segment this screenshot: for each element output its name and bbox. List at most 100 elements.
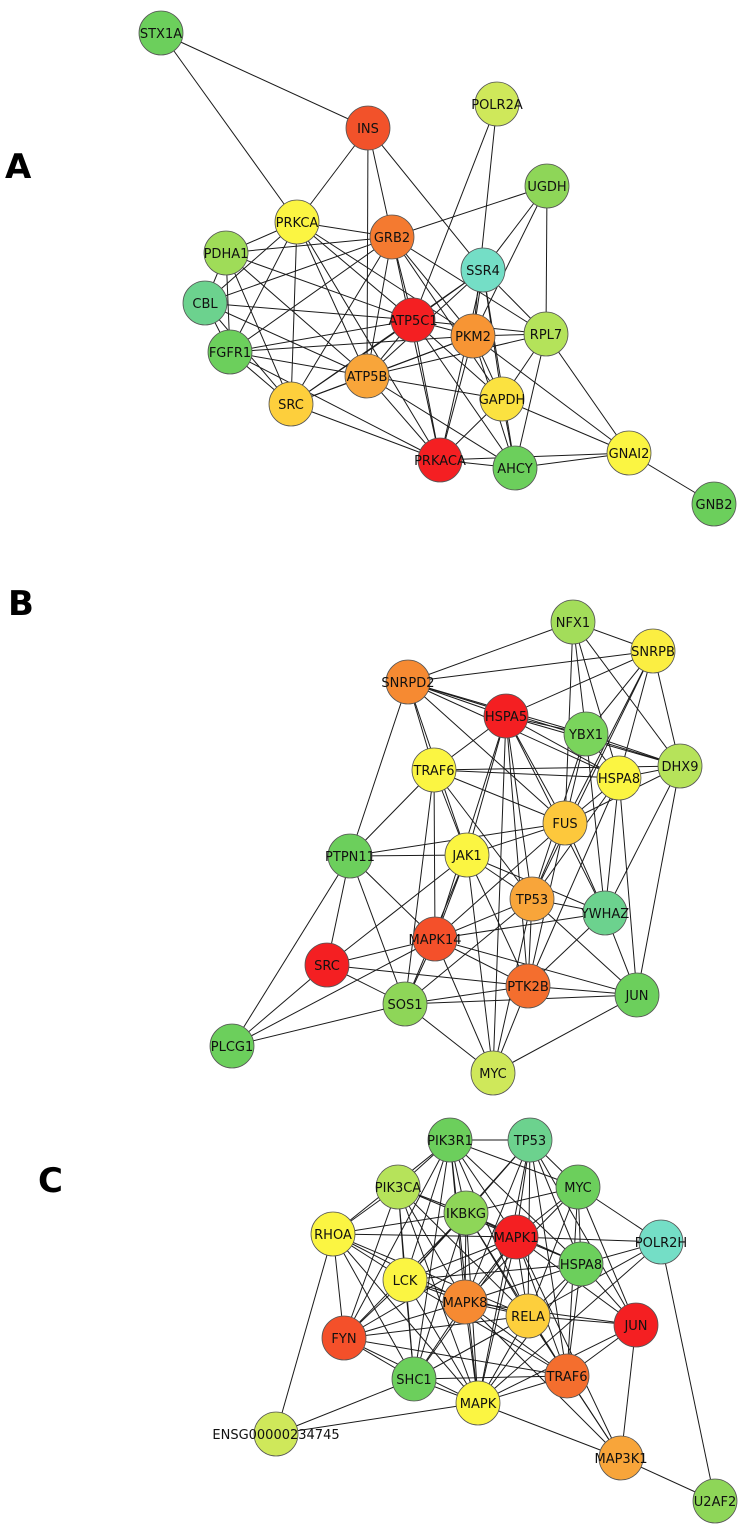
node-b-nfx1 [550, 599, 596, 645]
node-label-a-fgfr1: FGFR1 [209, 346, 251, 361]
node-c-ikbkg [443, 1190, 489, 1236]
edge-atp5c1-prkaca [412, 319, 441, 461]
edge-grb2-fgfr1 [229, 236, 393, 353]
edge-ptpn11-plcg1 [231, 855, 351, 1047]
edge-pkm2-gnai2 [472, 335, 630, 454]
node-label-b-ybx1: YBX1 [568, 728, 603, 743]
node-label-a-gnai2: GNAI2 [609, 447, 650, 462]
panel-b-nodes: NFX1SNRPBSNRPD2HSPA5YBX1DHX9TRAF6HSPA8FU… [209, 599, 703, 1096]
node-b-ptk2b [505, 963, 551, 1009]
node-label-c-hspa8: HSPA8 [560, 1258, 602, 1273]
node-label-c-mapk: MAPK [460, 1397, 497, 1412]
node-label-a-gapdh: GAPDH [479, 393, 526, 408]
node-b-fus [542, 800, 588, 846]
edge-ugdh-grb2 [391, 185, 548, 238]
node-label-a-stx1a: STX1A [140, 27, 182, 42]
node-b-tp53 [509, 876, 555, 922]
node-b-mapk14 [412, 916, 458, 962]
edge-traf6-mapk14 [433, 769, 436, 940]
edge-pik3r1-myc [449, 1139, 579, 1188]
node-a-ugdh [524, 163, 570, 209]
node-b-ptpn11 [327, 833, 373, 879]
edge-hspa5-mapk14 [434, 715, 507, 940]
edge-snrpb-hspa5 [505, 650, 654, 717]
node-label-a-ssr4: SSR4 [466, 264, 500, 279]
edge-pdha1-atp5b [225, 252, 368, 377]
edge-polr2h-u2af2 [660, 1241, 716, 1502]
node-label-a-src: SRC [278, 398, 304, 413]
node-c-rela [505, 1293, 551, 1339]
node-b-jun [614, 972, 660, 1018]
edge-mapk-ensg00000234745 [275, 1402, 479, 1435]
node-b-sos1 [382, 981, 428, 1027]
edge-tp53-jun [529, 1139, 637, 1326]
edge-snrpb-tp53 [531, 650, 654, 900]
edge-grb2-pdha1 [225, 236, 393, 254]
node-c-tp53 [507, 1117, 553, 1163]
node-c-mapk [455, 1380, 501, 1426]
node-label-b-ptk2b: PTK2B [507, 980, 549, 995]
edge-pik3ca-fyn [343, 1186, 399, 1339]
edge-pdha1-atp5c1 [225, 252, 414, 321]
edge-grb2-atp5b [366, 236, 393, 377]
edge-prkca-pkm2 [296, 221, 474, 337]
node-a-ahcy [492, 445, 538, 491]
edge-atp5c1-ahcy [412, 319, 516, 469]
edge-cbl-atp5c1 [204, 302, 414, 321]
node-label-a-atp5c1: ATP5C1 [388, 314, 437, 329]
edge-polr2h-mapk [477, 1241, 662, 1404]
node-label-b-nfx1: NFX1 [556, 616, 590, 631]
node-label-a-pkm2: PKM2 [455, 330, 491, 345]
node-b-hspa8 [596, 755, 642, 801]
edge-rhoa-rela [332, 1233, 529, 1317]
edge-nfx1-hspa8 [572, 621, 620, 779]
node-c-fyn [321, 1315, 367, 1361]
edge-jun-myc [492, 994, 638, 1074]
node-a-ssr4 [460, 247, 506, 293]
edge-mapk14-myc [434, 938, 494, 1074]
node-label-a-prkca: PRKCA [276, 216, 319, 231]
node-label-c-ikbkg: IKBKG [446, 1207, 486, 1222]
edge-tp53-jun [531, 898, 638, 996]
node-b-ywhaz [582, 890, 628, 936]
node-label-b-hspa5: HSPA5 [485, 710, 527, 725]
node-b-plcg1 [209, 1023, 255, 1069]
edge-pik3ca-mapk [397, 1186, 479, 1404]
edge-traf6-hspa8 [433, 769, 620, 779]
edge-stx1a-ins [160, 32, 369, 129]
edge-atp5b-ahcy [366, 375, 516, 469]
edge-mapk8-map3k1 [464, 1301, 622, 1459]
edge-prkca-fgfr1 [229, 221, 298, 353]
edge-dhx9-traf6 [433, 765, 681, 771]
edge-pik3r1-rela [449, 1139, 529, 1317]
node-label-c-map3k1: MAP3K1 [594, 1452, 647, 1467]
edge-src-ptk2b [326, 964, 529, 987]
edge-rpl7-atp5b [366, 333, 547, 377]
edge-atp5b-gapdh [366, 375, 503, 400]
edge-rhoa-shc1 [332, 1233, 415, 1380]
edge-nfx1-snrpd2 [407, 621, 574, 683]
node-c-mapk8 [442, 1279, 488, 1325]
edge-ssr4-ahcy [482, 269, 516, 469]
node-label-a-ahcy: AHCY [497, 462, 533, 477]
node-label-a-pdha1: PDHA1 [204, 247, 249, 262]
edge-snrpb-fus [564, 650, 654, 824]
panel-a-nodes: STX1AINSPOLR2AUGDHPRKCAGRB2PDHA1SSR4CBLA… [138, 10, 737, 527]
node-label-b-snrpd2: SNRPD2 [381, 676, 434, 691]
node-a-atp5b [344, 353, 390, 399]
edge-rpl7-gnai2 [545, 333, 630, 454]
edge-ins-atp5b [366, 127, 369, 377]
node-a-grb2 [369, 214, 415, 260]
node-c-pik3r1 [427, 1117, 473, 1163]
edge-gapdh-gnai2 [501, 398, 630, 454]
edge-pik3r1-mapk [449, 1139, 479, 1404]
node-a-pkm2 [450, 313, 496, 359]
node-c-myc [555, 1164, 601, 1210]
node-b-dhx9 [657, 743, 703, 789]
edge-traf6-fus [433, 769, 566, 824]
edge-dhx9-jun [636, 765, 681, 996]
node-label-b-fus: FUS [552, 817, 577, 832]
edge-lck-mapk [404, 1279, 479, 1404]
node-a-prkca [274, 199, 320, 245]
node-label-a-atp5b: ATP5B [347, 370, 388, 385]
